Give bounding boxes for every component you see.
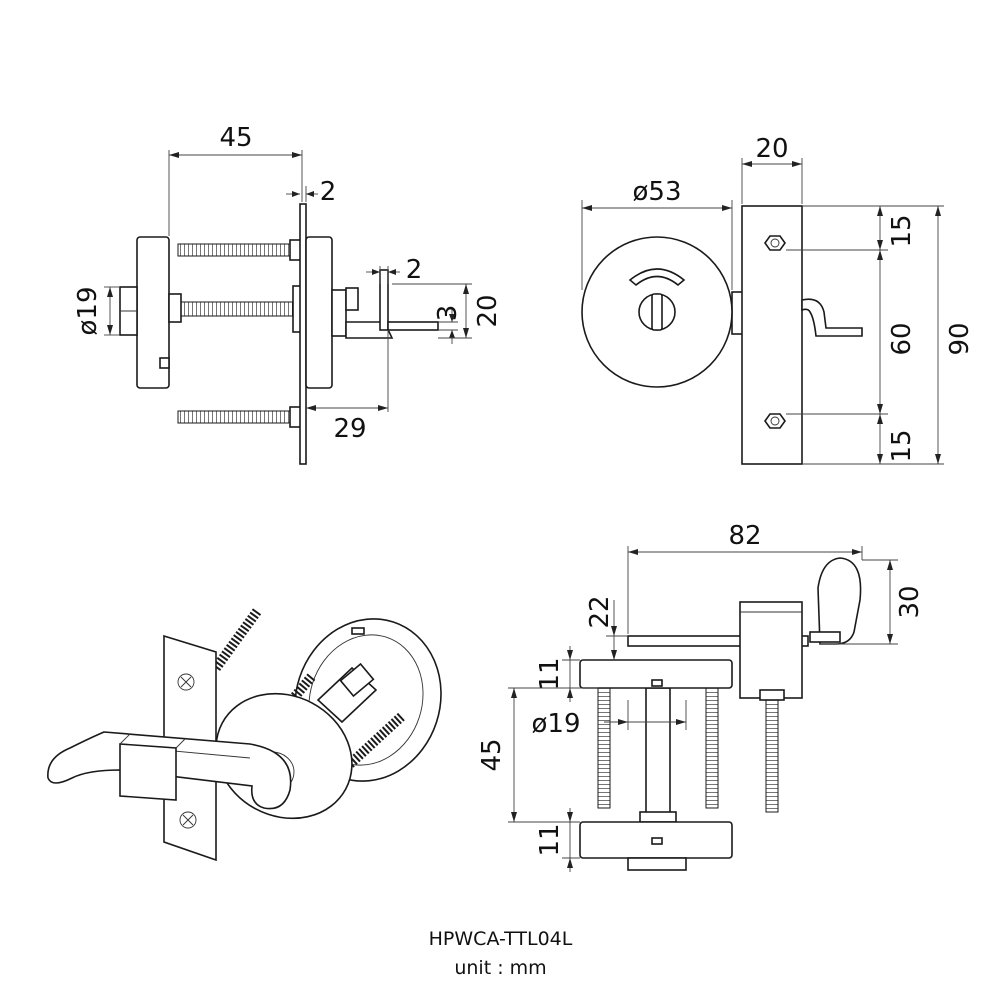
side-dim-45: 45 xyxy=(219,123,252,153)
front-dim-90: 90 xyxy=(945,322,975,355)
top-dim-82: 82 xyxy=(728,521,761,551)
model-title: HPWCA-TTL04L xyxy=(428,928,573,950)
isometric-view xyxy=(47,607,442,862)
front-dim-60: 60 xyxy=(887,322,917,355)
top-dim-22: 22 xyxy=(585,595,615,628)
top-view: 82 22 30 11 ø19 45 11 xyxy=(477,521,925,872)
side-dim-dia19: ø19 xyxy=(73,287,103,336)
top-dim-11-top: 11 xyxy=(535,657,565,690)
front-dim-20: 20 xyxy=(755,134,788,164)
side-dim-3: 3 xyxy=(433,305,463,322)
top-dim-45: 45 xyxy=(477,738,507,771)
side-dimensions xyxy=(104,150,472,412)
side-dim-2-plate: 2 xyxy=(320,177,337,207)
front-dim-15-top: 15 xyxy=(887,214,917,247)
top-dim-11-bottom: 11 xyxy=(535,823,565,856)
front-dim-dia53: ø53 xyxy=(633,177,682,207)
unit-label: unit : mm xyxy=(454,957,547,979)
side-dim-29: 29 xyxy=(333,414,366,444)
top-dim-30: 30 xyxy=(895,585,925,618)
front-view: 20 ø53 15 60 90 15 xyxy=(581,134,975,465)
front-dimensions xyxy=(581,158,944,465)
side-dim-2-latch: 2 xyxy=(406,255,423,285)
nut-bottom xyxy=(764,413,786,429)
top-dimensions xyxy=(508,546,898,872)
top-dim-dia19: ø19 xyxy=(532,709,581,739)
side-view: 45 2 2 3 20 29 ø19 xyxy=(73,123,503,465)
front-dim-15-bottom: 15 xyxy=(887,429,917,462)
nut-top xyxy=(764,235,786,251)
side-dim-20: 20 xyxy=(473,294,503,327)
